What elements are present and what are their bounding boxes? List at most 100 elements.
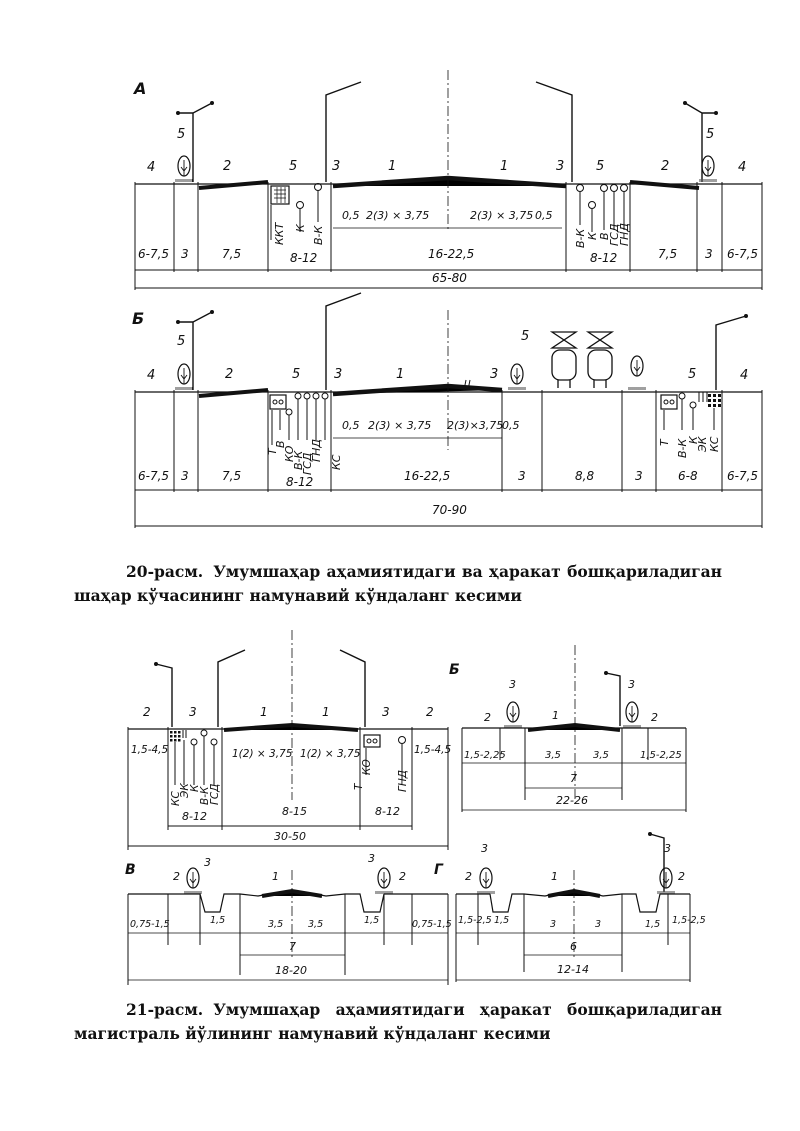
equipment-label: В: [598, 232, 611, 240]
zone-label: 5: [688, 367, 696, 382]
dimension-label: 7,5: [658, 247, 677, 261]
zone-label: 1: [272, 870, 279, 883]
zone-label: 4: [147, 368, 155, 383]
equipment-label: К: [189, 784, 201, 792]
zone-label: 5: [177, 127, 185, 142]
zone-label: 5: [596, 159, 604, 174]
fig20-section-b: Б: [132, 292, 763, 528]
dimension-label: 8-12: [182, 810, 207, 823]
dimension-label: 3: [518, 469, 526, 483]
dimension-label: 6-8: [678, 469, 698, 483]
dimension-label: 3,5: [308, 919, 323, 930]
zone-label: 5: [521, 329, 529, 344]
dimension-label: 3: [181, 247, 189, 261]
equipment-label: ККТ: [273, 221, 286, 245]
carriageway-width-label: 7: [570, 772, 577, 785]
dimension-label: 1,5-4,5: [131, 744, 169, 756]
carriageway-width-label: 7: [289, 940, 296, 953]
dimension-label: 1,5: [645, 919, 660, 930]
fig20-section-a: А 4 5 2 5: [132, 70, 763, 290]
zone-label: 2: [484, 711, 491, 724]
equipment-label: В: [274, 440, 287, 448]
total-width-label: 65-80: [432, 271, 467, 285]
dimension-label: 1,5-2,25: [640, 750, 682, 761]
zone-label: 5: [177, 334, 185, 349]
dimension-label: 8-12: [286, 475, 313, 489]
dimension-label: 0,75-1,5: [130, 919, 170, 930]
equipment-label: В-К: [676, 437, 689, 458]
dimension-label: 8-15: [282, 805, 307, 818]
equipment-label: К: [586, 231, 599, 240]
equipment-label: КО: [361, 759, 373, 775]
equipment-label: Т: [658, 438, 671, 446]
dimension-label: 3: [635, 469, 643, 483]
dimension-label: 3,5: [593, 750, 609, 761]
equipment-label: ГСД: [608, 223, 621, 246]
equipment-label: КС: [708, 436, 721, 452]
dimension-label: 8,8: [575, 469, 594, 483]
fig20-b-letter: Б: [132, 309, 144, 328]
fig21-section-v: В 2 3 1 3 2 0,75-1,5 1,5 3,5 3,5 1,5 0,7…: [125, 852, 452, 985]
dimension-label: 3,5: [545, 750, 561, 761]
lane-label: 0,5: [342, 209, 360, 222]
dimension-label: 1,5-2,5: [458, 915, 492, 926]
equipment-label: ГСД: [209, 784, 221, 805]
lane-label: 2(3) × 3,75: [366, 209, 429, 222]
lane-label: 0,5: [502, 419, 520, 432]
equipment-label: В-К: [574, 227, 587, 248]
zone-label: 3: [628, 678, 635, 691]
figure-20-caption-text: Умумшаҳар аҳамиятидаги ва ҳаракат бошқар…: [74, 562, 722, 605]
dimension-label: 1,5-2,25: [464, 750, 506, 761]
zone-label: 3: [509, 678, 516, 691]
zone-label: 4: [738, 160, 746, 175]
dimension-label: 6-7,5: [727, 247, 758, 261]
dimension-label: 6-7,5: [727, 469, 758, 483]
total-width-label: 70-90: [432, 503, 467, 517]
dimension-label: 8-12: [375, 805, 400, 818]
fig21-section-g: Г 2 3 1 3 2 1,5-2,5 1,5 3 3 1,5 1,5-2,5 …: [434, 832, 706, 982]
total-width-label: 12-14: [557, 963, 589, 976]
carriageway-width-label: 6: [570, 940, 577, 953]
zone-label: 5: [706, 127, 714, 142]
equipment-label: Т: [266, 447, 279, 455]
zone-label: 1: [396, 367, 404, 382]
zone-label: 2: [143, 705, 151, 719]
dimension-label: 3,5: [268, 919, 283, 930]
fig21-section-b: Б 3 3 2 1 2 1,5-2,25 3,5 3,5 1,5-2,25 7 …: [449, 645, 687, 812]
equipment-label: К: [294, 223, 307, 232]
equipment-label: К: [687, 435, 700, 444]
zone-label: 1: [322, 705, 330, 719]
dimension-label: 7,5: [222, 247, 241, 261]
zone-label: 3: [490, 367, 498, 382]
lane-label: 1(2) × 3,75: [300, 748, 361, 760]
equipment-label: ГСД: [301, 452, 314, 475]
figure-21-caption: 21-расм.Умумшаҳар аҳамиятидаги ҳаракат б…: [74, 998, 722, 1046]
dimension-label: 16-22,5: [428, 247, 474, 261]
zone-label: 3: [664, 842, 671, 855]
equipment-label: ГНД: [618, 223, 631, 246]
dimension-label: 6-7,5: [138, 247, 169, 261]
lane-label: 2(3)×3,75: [447, 419, 503, 432]
equipment-label: ЭК: [179, 783, 191, 799]
equipment-label: КС: [330, 454, 343, 470]
total-width-label: 18-20: [275, 964, 307, 977]
zone-label: 3: [204, 856, 211, 869]
equipment-label: В-К: [312, 224, 325, 245]
equipment-label: Т: [353, 782, 365, 790]
zone-label: 1: [260, 705, 268, 719]
zone-label: 5: [292, 367, 300, 382]
zone-label: 3: [332, 159, 340, 174]
dimension-label: 1,5-4,5: [414, 744, 452, 756]
lane-label: 0,5: [535, 209, 553, 222]
equipment-label: В-К: [199, 786, 211, 805]
equipment-label: ЭК: [696, 435, 709, 453]
zone-label: 4: [147, 160, 155, 175]
dimension-label: 3: [550, 919, 556, 930]
dimension-label: 1,5: [494, 915, 509, 926]
dimension-label: 3: [181, 469, 189, 483]
zone-label: 2: [465, 870, 472, 883]
dimension-label: 1,5: [364, 915, 379, 926]
fig21-b-letter: Б: [449, 662, 460, 678]
zone-label: 3: [382, 705, 390, 719]
zone-label: 2: [678, 870, 685, 883]
